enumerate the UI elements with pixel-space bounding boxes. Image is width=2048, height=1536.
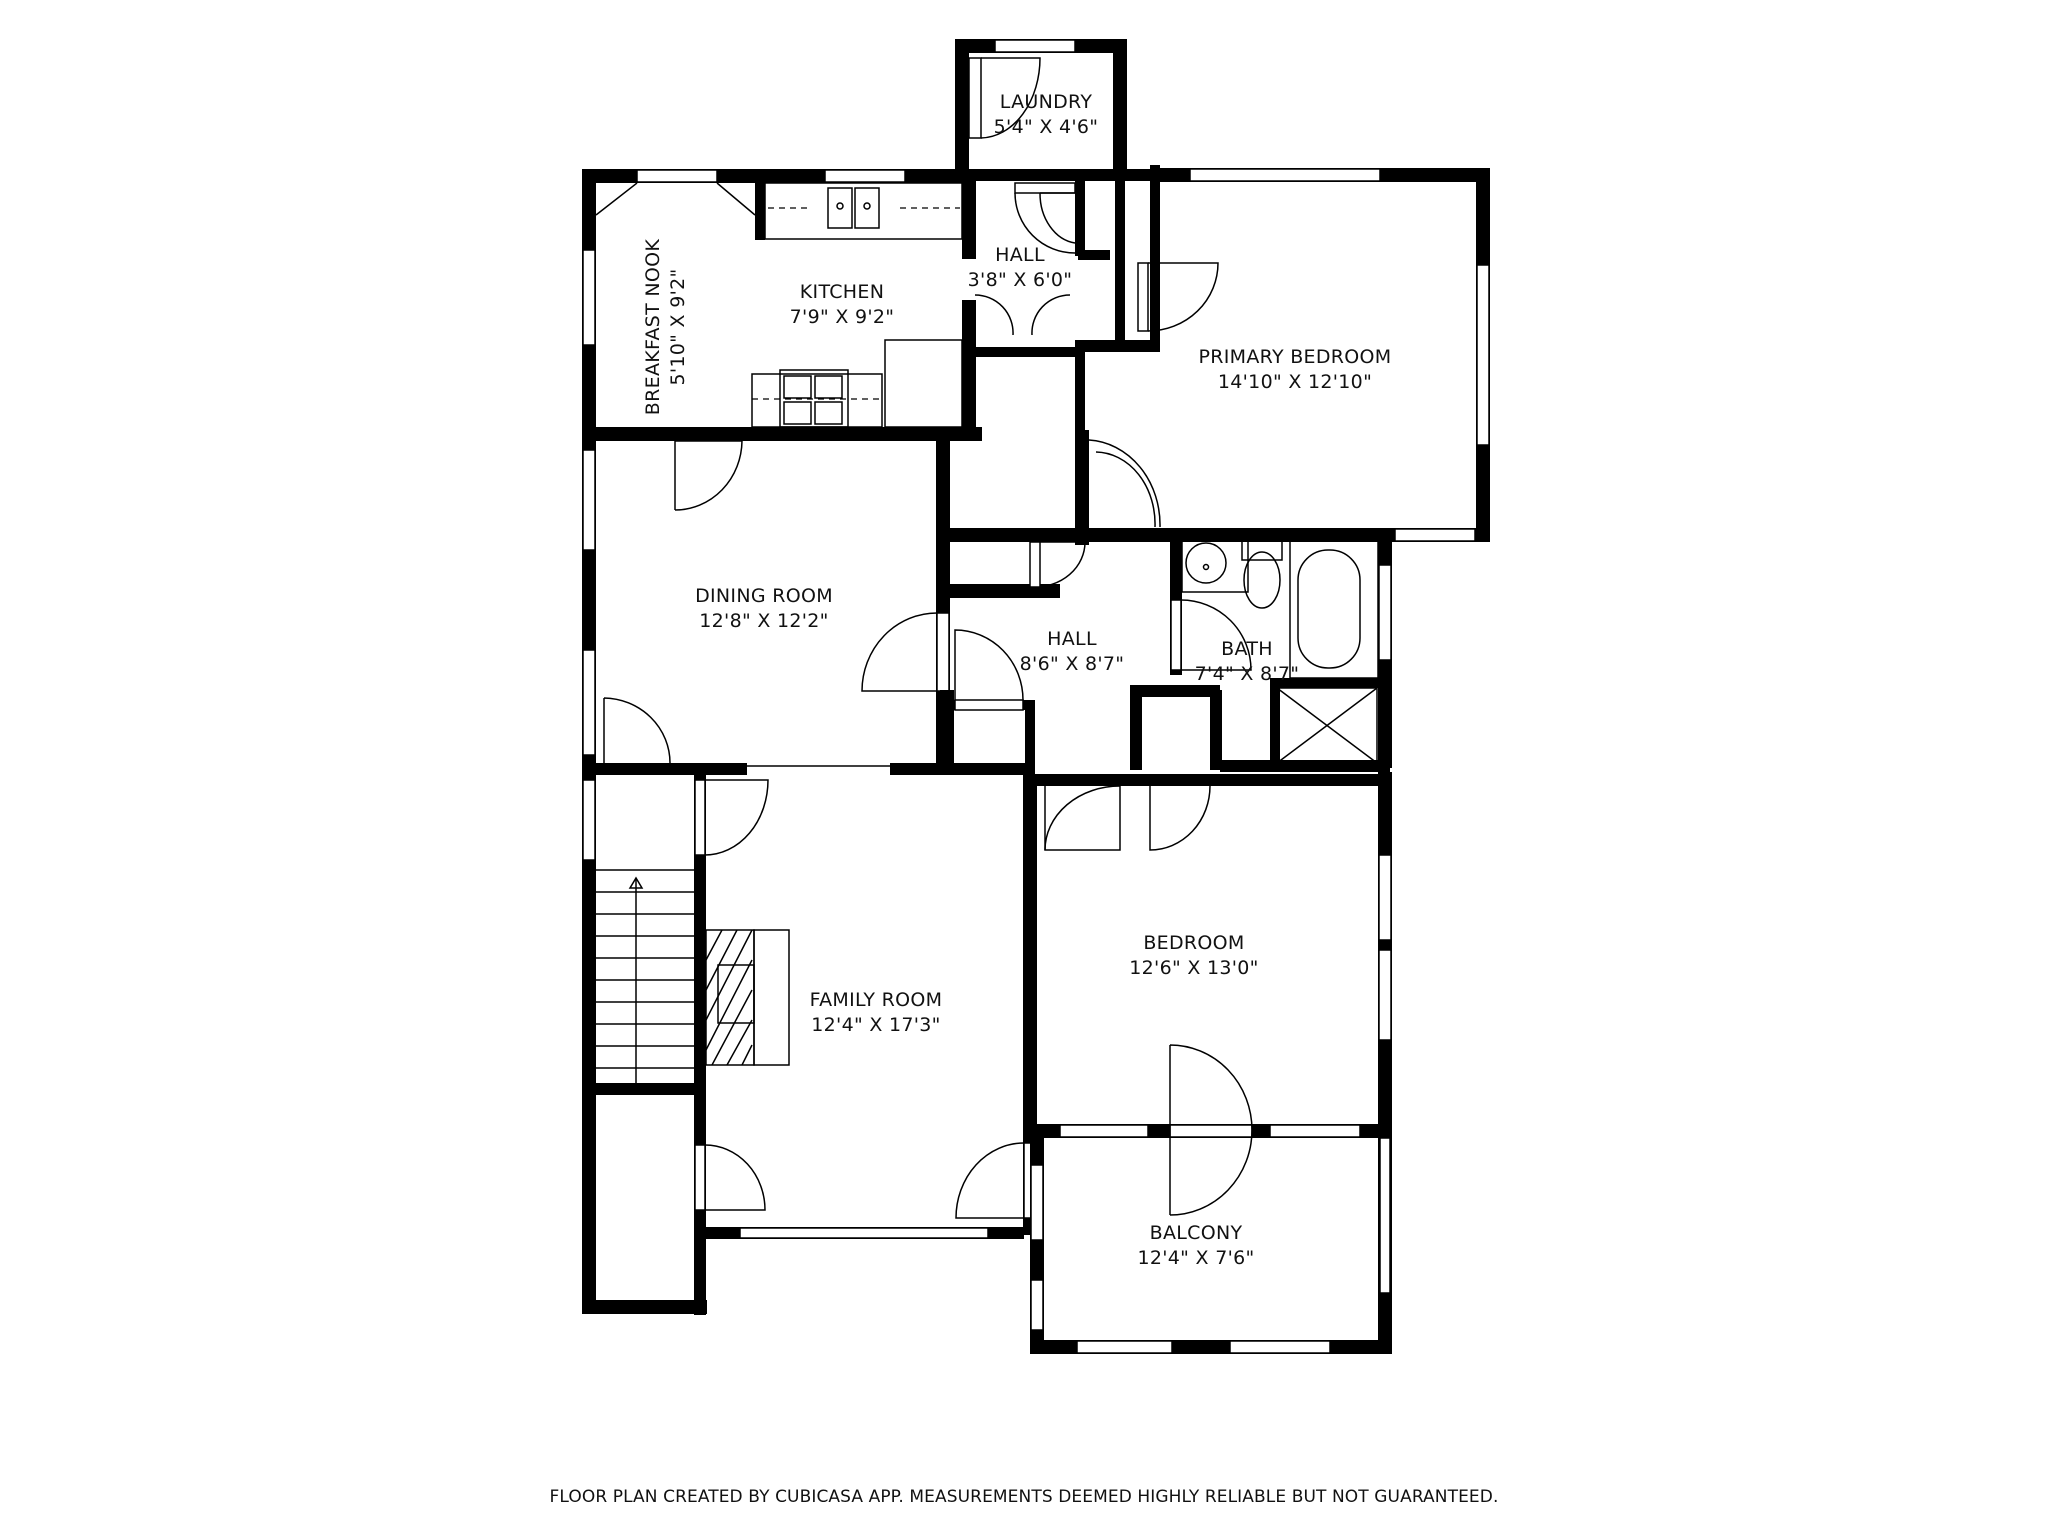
- upper-hall-walls: [965, 165, 1160, 434]
- room-dimensions: 8'6" X 8'7": [1019, 653, 1125, 675]
- room-label-bath: BATH 7'4" X 8'7": [1195, 637, 1300, 687]
- room-dimensions: 12'8" X 12'2": [699, 610, 829, 632]
- room-name: BATH: [1221, 638, 1273, 660]
- room-name: PRIMARY BEDROOM: [1198, 346, 1392, 368]
- stairs-icon: [596, 869, 694, 1083]
- room-name: HALL: [1047, 628, 1097, 650]
- room-dimensions: 12'6" X 13'0": [1129, 957, 1259, 979]
- shower-icon: [1276, 687, 1378, 764]
- room-dimensions: 12'4" X 7'6": [1137, 1247, 1255, 1269]
- room-name: DINING ROOM: [695, 585, 833, 607]
- kitchen-walls: [582, 169, 982, 441]
- bath-door[interactable]: [1170, 599, 1252, 671]
- room-name: LAUNDRY: [999, 91, 1093, 113]
- room-label-dining-room: DINING ROOM 12'8" X 12'2": [695, 584, 833, 634]
- room-dimensions: 7'4" X 8'7": [1194, 663, 1300, 685]
- double-sink-icon: [827, 187, 880, 229]
- family-room-walls: [582, 774, 1385, 1315]
- toilet-icon: [1241, 539, 1283, 609]
- room-label-laundry: LAUNDRY 5'4" X 4'6": [994, 90, 1099, 140]
- laundry-door[interactable]: [968, 57, 1041, 139]
- room-label-breakfast-nook: BREAKFAST NOOK 5'10" X 9'2": [641, 239, 691, 415]
- balcony-walls: [1030, 1124, 1392, 1354]
- fireplace-icon: [705, 929, 790, 1066]
- room-label-family-room: FAMILY ROOM 12'4" X 17'3": [810, 988, 943, 1038]
- upper-hall-doors[interactable]: [974, 182, 1076, 336]
- bathtub-icon: [1289, 539, 1379, 679]
- room-name: HALL: [995, 244, 1045, 266]
- room-name: BALCONY: [1149, 1222, 1243, 1244]
- room-name: FAMILY ROOM: [809, 989, 943, 1011]
- room-label-bedroom: BEDROOM 12'6" X 13'0": [1129, 931, 1258, 981]
- room-label-primary-bedroom: PRIMARY BEDROOM 14'10" X 12'10": [1199, 345, 1392, 395]
- room-name: BEDROOM: [1143, 932, 1245, 954]
- bedroom-doors[interactable]: [1044, 785, 1253, 1216]
- bathroom-sink-icon: [1181, 539, 1249, 593]
- laundry-walls: [955, 39, 1127, 174]
- room-dimensions: 12'4" X 17'3": [811, 1014, 941, 1036]
- dining-room-doors[interactable]: [603, 440, 950, 764]
- room-label-balcony: BALCONY 12'4" X 7'6": [1137, 1221, 1254, 1271]
- room-dimensions: 14'10" X 12'10": [1217, 371, 1373, 393]
- room-label-upper-hall: HALL 3'8" X 6'0": [968, 243, 1073, 293]
- stove-icon: [779, 369, 849, 428]
- room-dimensions: 5'4" X 4'6": [993, 116, 1099, 138]
- room-dimensions: 3'8" X 6'0": [967, 269, 1073, 291]
- disclaimer-footer: FLOOR PLAN CREATED BY CUBICASA APP. MEAS…: [549, 1487, 1499, 1507]
- room-name: KITCHEN: [799, 281, 885, 303]
- room-dimensions: 7'9" X 9'2": [789, 306, 895, 328]
- room-dimensions: 5'10" X 9'2": [667, 268, 689, 386]
- kitchen-counter: [764, 182, 963, 240]
- room-label-middle-hall: HALL 8'6" X 8'7": [1020, 627, 1125, 677]
- middle-hall-doors[interactable]: [954, 541, 1086, 711]
- room-name: BREAKFAST NOOK: [642, 238, 664, 416]
- primary-bedroom-doors[interactable]: [1088, 262, 1219, 528]
- room-label-kitchen: KITCHEN 7'9" X 9'2": [790, 280, 895, 330]
